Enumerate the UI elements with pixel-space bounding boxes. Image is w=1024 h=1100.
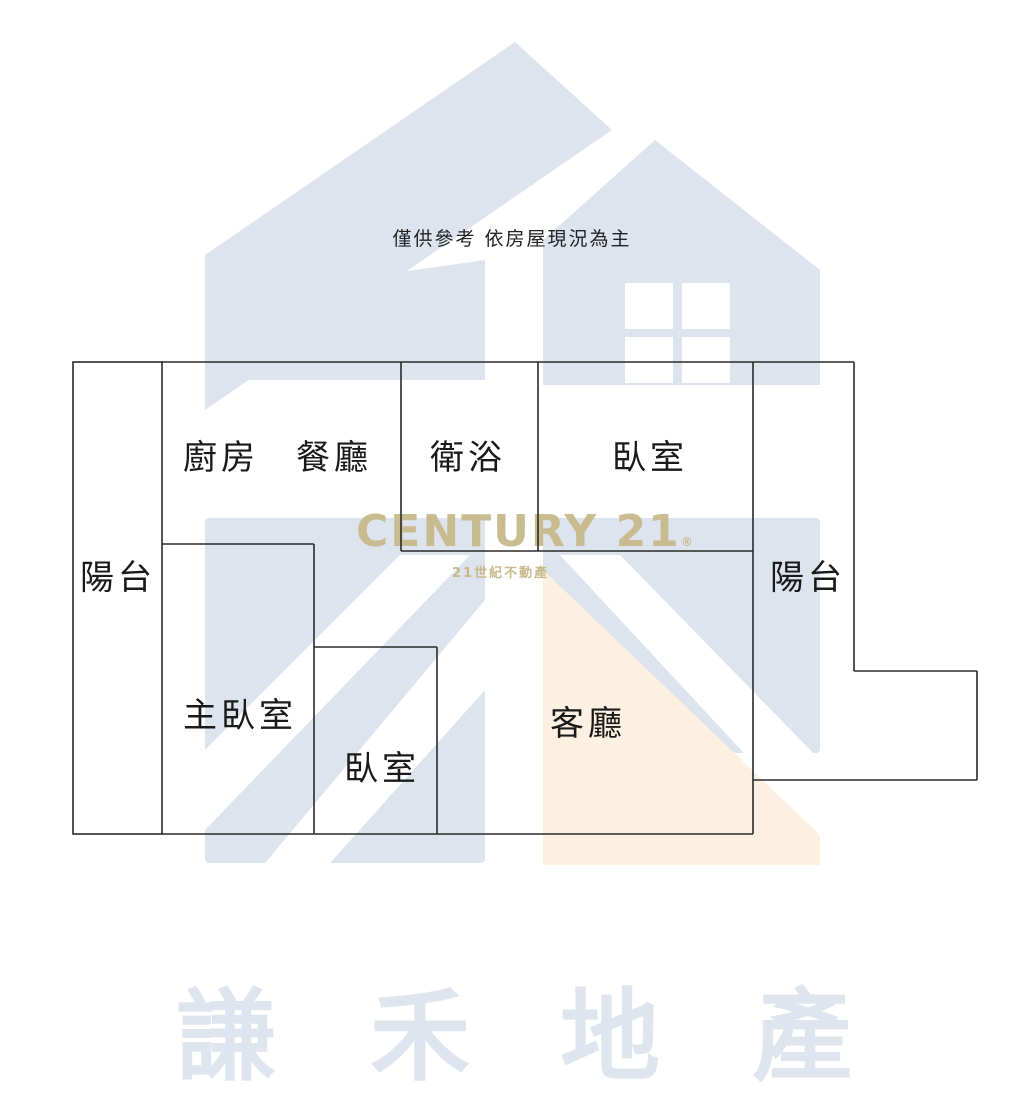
room-label-balcony-left: 陽台 [80, 558, 156, 598]
room-label-bedroom-top: 臥室 [612, 438, 688, 478]
room-label-kitchen: 廚房 [183, 438, 259, 478]
brand-char-2: 禾 [370, 978, 470, 1095]
room-label-master-bedroom: 主臥室 [183, 696, 297, 736]
balcony-left-wall [72, 361, 163, 835]
room-label-bedroom-bottom: 臥室 [344, 749, 420, 789]
brand-char-1: 謙 [176, 978, 276, 1095]
disclaimer-text: 僅供參考 依房屋現況為主 [392, 228, 632, 250]
brand-char-4: 產 [752, 978, 852, 1095]
century21-logo: CENTURY 21® [356, 506, 695, 557]
room-label-balcony-right: 陽台 [770, 558, 846, 598]
room-label-bathroom: 衛浴 [430, 438, 506, 478]
century21-subtitle: 21世紀不動產 [452, 566, 550, 581]
brand-char-3: 地 [560, 978, 660, 1095]
room-label-living-room: 客廳 [550, 704, 626, 744]
room-label-dining: 餐廳 [296, 438, 372, 478]
